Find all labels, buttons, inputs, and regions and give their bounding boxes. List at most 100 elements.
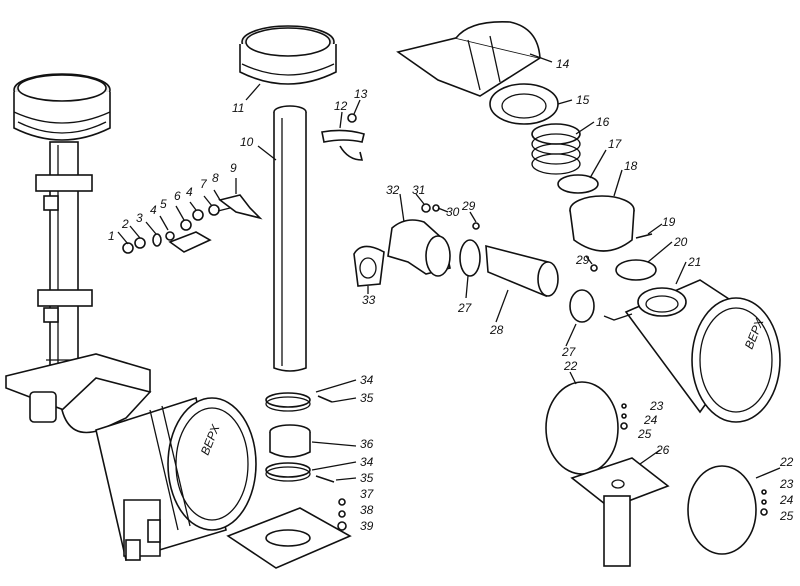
callout-34: 34 bbox=[360, 373, 374, 387]
assembled-elbow bbox=[61, 377, 152, 434]
callout-16: 16 bbox=[596, 115, 610, 129]
callout-8: 8 bbox=[212, 171, 219, 185]
washer-part-24-lower bbox=[761, 499, 767, 505]
bolt-part-23-upper bbox=[621, 403, 627, 409]
washer-part-38 bbox=[338, 510, 346, 518]
callout-12: 12 bbox=[334, 99, 348, 113]
clamp-part-34-lower bbox=[265, 462, 311, 482]
clamp-part-27-right bbox=[569, 289, 595, 323]
hardware-group bbox=[122, 194, 263, 254]
callout-5: 5 bbox=[160, 197, 167, 211]
callout-14: 14 bbox=[556, 57, 570, 71]
flange-part-33 bbox=[353, 245, 385, 287]
callout-7: 7 bbox=[200, 177, 208, 191]
strap-part-22-upper bbox=[545, 381, 619, 475]
nut-part-25-lower bbox=[760, 508, 768, 516]
clamp-part-34-upper bbox=[265, 392, 311, 412]
callout-18: 18 bbox=[624, 159, 638, 173]
assembled-intake-cap bbox=[13, 73, 111, 141]
callout-10: 10 bbox=[240, 135, 254, 149]
callout-38: 38 bbox=[360, 503, 374, 517]
callout-17: 17 bbox=[608, 137, 623, 151]
callout-13: 13 bbox=[354, 87, 368, 101]
washer-part-5 bbox=[192, 209, 204, 221]
callout-4b: 4 bbox=[186, 185, 193, 199]
callout-23: 23 bbox=[649, 399, 664, 413]
callout-25b: 25 bbox=[779, 509, 794, 523]
sleeve-part-36 bbox=[269, 424, 311, 458]
clamp-part-12 bbox=[321, 129, 365, 161]
callout-32: 32 bbox=[386, 183, 400, 197]
callout-15: 15 bbox=[576, 93, 590, 107]
callout-24: 24 bbox=[643, 413, 658, 427]
washer-part-4a bbox=[165, 231, 175, 241]
callout-20: 20 bbox=[673, 235, 688, 249]
washer-part-3 bbox=[152, 233, 162, 247]
bolt-part-13 bbox=[347, 113, 357, 123]
callout-labels: 1 2 3 4 5 6 4 7 8 9 10 11 12 13 14 15 16… bbox=[108, 57, 794, 533]
hood-part-14 bbox=[396, 21, 543, 97]
assembled-intake-pipe bbox=[35, 141, 93, 383]
callout-25: 25 bbox=[637, 427, 652, 441]
bracket-part-6 bbox=[168, 231, 212, 253]
washer-part-2 bbox=[134, 237, 146, 249]
bolt-part-35-lower bbox=[315, 475, 335, 483]
plate-part-40 bbox=[226, 507, 352, 569]
callout-27: 27 bbox=[457, 301, 473, 315]
callout-29: 29 bbox=[461, 199, 476, 213]
callout-31: 31 bbox=[412, 183, 425, 197]
bolt-part-29-right bbox=[590, 264, 598, 272]
callout-35: 35 bbox=[360, 391, 374, 405]
filter-element-part-18 bbox=[569, 195, 635, 252]
callout-28: 28 bbox=[489, 323, 504, 337]
callout-39: 39 bbox=[360, 519, 374, 533]
callout-33: 33 bbox=[362, 293, 376, 307]
elbow-part-32 bbox=[387, 219, 451, 277]
callout-26: 26 bbox=[655, 443, 670, 457]
clamp-part-27-left bbox=[459, 239, 481, 277]
washer-part-31 bbox=[421, 203, 431, 213]
nut-part-25-upper bbox=[620, 422, 628, 430]
bolt-part-37 bbox=[338, 498, 346, 506]
bracket-part-26 bbox=[570, 457, 670, 567]
callout-24b: 24 bbox=[779, 493, 794, 507]
callout-27b: 27 bbox=[561, 345, 577, 359]
strap-part-22-lower bbox=[687, 465, 757, 555]
callout-21: 21 bbox=[687, 255, 701, 269]
callout-3: 3 bbox=[136, 211, 143, 225]
callout-11: 11 bbox=[232, 101, 244, 115]
pipe-part-10 bbox=[273, 105, 307, 372]
callout-6: 6 bbox=[174, 189, 181, 203]
callout-29b: 29 bbox=[575, 253, 590, 267]
callout-9: 9 bbox=[230, 161, 237, 175]
assembled-flange bbox=[29, 391, 57, 423]
clamp-part-9 bbox=[218, 194, 263, 220]
callout-23b: 23 bbox=[779, 477, 794, 491]
callout-22b: 22 bbox=[779, 455, 794, 469]
housing-part-21: ВЕРХ bbox=[624, 279, 781, 423]
bolt-part-35-upper bbox=[317, 395, 333, 403]
nut-part-4b bbox=[180, 219, 192, 231]
ring-part-17 bbox=[557, 174, 599, 194]
callout-37: 37 bbox=[360, 487, 375, 501]
bolt-part-7 bbox=[208, 204, 220, 216]
screw-part-19 bbox=[635, 233, 653, 239]
washer-part-24-upper bbox=[621, 413, 627, 419]
bolt-part-23-lower bbox=[761, 489, 767, 495]
callout-30: 30 bbox=[446, 205, 460, 219]
leader-lines bbox=[117, 53, 781, 481]
bolt-part-29-left bbox=[472, 222, 480, 230]
callout-1: 1 bbox=[108, 229, 115, 243]
nut-part-1 bbox=[122, 242, 134, 254]
callout-22: 22 bbox=[563, 359, 578, 373]
assembled-air-cleaner: ВЕРХ bbox=[5, 73, 257, 562]
spring-part-16 bbox=[531, 123, 581, 175]
callout-2: 2 bbox=[121, 217, 129, 231]
hose-part-28 bbox=[485, 244, 559, 298]
callout-19: 19 bbox=[662, 215, 676, 229]
cover-part-15 bbox=[489, 83, 559, 125]
clamp-part-20 bbox=[615, 259, 657, 281]
cap-part-11 bbox=[239, 25, 337, 85]
